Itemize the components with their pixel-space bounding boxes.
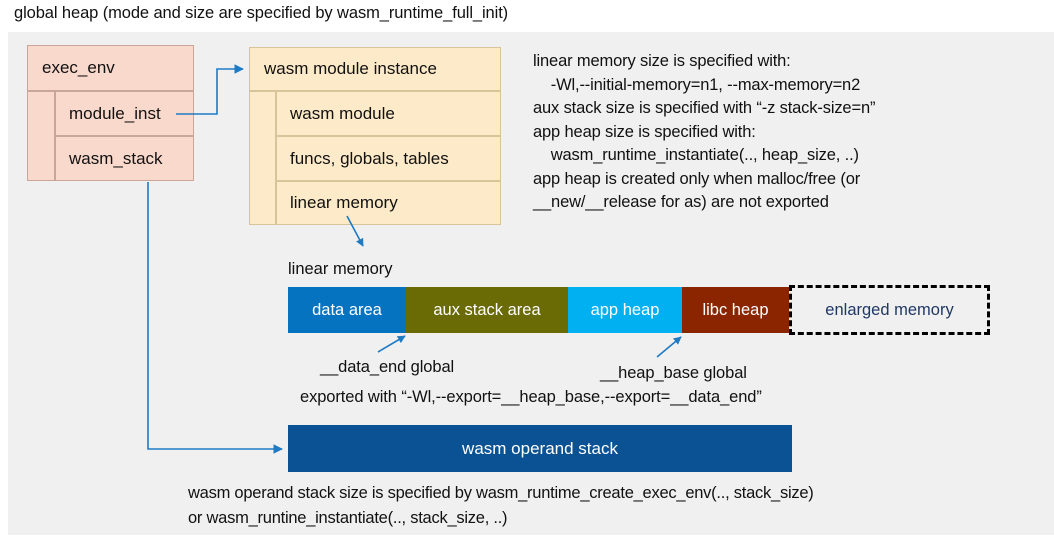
exec-env-indent-column (27, 91, 55, 181)
module-instance-row-linear-memory: linear memory (276, 181, 501, 225)
module-instance-header-label: wasm module instance (264, 59, 437, 78)
memory-segment-enlarged-memory: enlarged memory (789, 285, 990, 335)
diagram-title: global heap (mode and size are specified… (14, 4, 509, 22)
module-instance-header: wasm module instance (249, 47, 501, 91)
memory-segment-data-area: data area (288, 287, 406, 333)
wasm-operand-stack-box: wasm operand stack (288, 425, 792, 472)
module-instance-row-label: linear memory (290, 193, 398, 212)
memory-segment-label: app heap (590, 300, 660, 319)
memory-segment-label: libc heap (702, 300, 769, 319)
exec-env-row-label: wasm_stack (69, 148, 163, 168)
memory-segment-app-heap: app heap (568, 287, 682, 333)
operand-stack-note: wasm operand stack size is specified by … (188, 484, 814, 527)
memory-segment-label: enlarged memory (825, 300, 954, 319)
module-instance-row-label: wasm module (290, 103, 395, 123)
module-instance-row-wasm-module: wasm module (276, 91, 501, 136)
exec-env-header: exec_env (27, 45, 194, 91)
annotation-heap-base: __heap_base global (600, 364, 747, 382)
module-instance-row-funcs-globals-tables: funcs, globals, tables (276, 136, 501, 181)
wasm-operand-stack-label: wasm operand stack (462, 438, 618, 458)
exec-env-row-module-inst: module_inst (55, 91, 194, 136)
memory-segment-label: data area (312, 300, 382, 319)
exec-env-row-wasm-stack: wasm_stack (55, 136, 194, 181)
memory-segment-aux-stack-area: aux stack area (406, 287, 568, 333)
exec-env-header-label: exec_env (42, 58, 115, 77)
linear-memory-bar-label: linear memory (288, 260, 393, 278)
memory-segment-libc-heap: libc heap (682, 287, 789, 333)
annotation-exported-with: exported with “-Wl,--export=__heap_base,… (300, 388, 762, 406)
module-instance-row-label: funcs, globals, tables (290, 148, 449, 168)
linear-memory-notes: linear memory size is specified with: -W… (533, 52, 876, 211)
annotation-data-end: __data_end global (320, 358, 455, 376)
module-instance-indent-column (249, 91, 276, 225)
memory-segment-label: aux stack area (433, 300, 541, 319)
exec-env-row-label: module_inst (69, 103, 161, 123)
